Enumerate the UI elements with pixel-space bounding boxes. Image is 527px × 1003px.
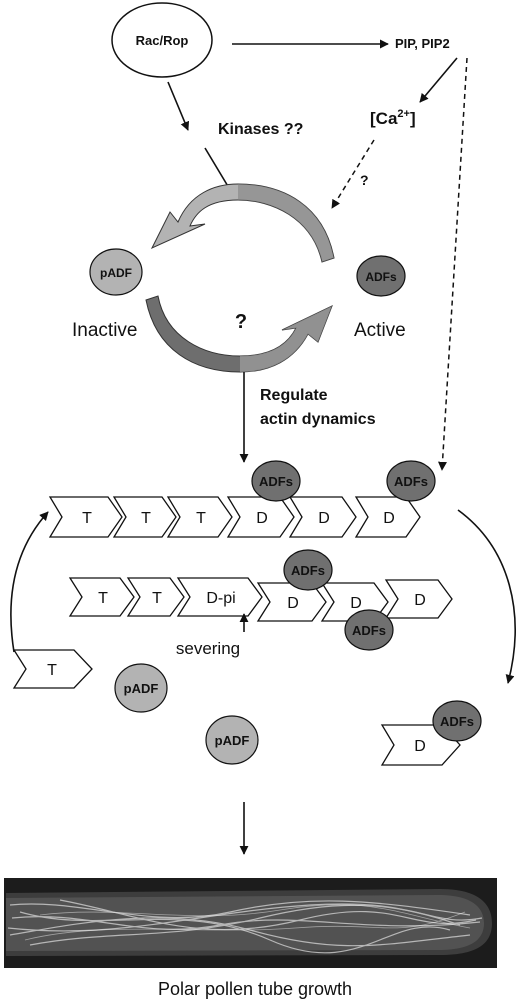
- filament-top-subunit: T: [48, 496, 123, 538]
- adfs-badge-label: ADFs: [259, 474, 293, 489]
- free-monomer-right-subunit-label: D: [414, 738, 426, 755]
- adfs-badge-label: ADFs: [291, 563, 325, 578]
- filament-top-subunit: T: [112, 496, 177, 538]
- free-monomer-left-subunit-label: T: [47, 662, 57, 679]
- adfs-badge: [251, 460, 301, 502]
- recycle-arrow-right: [457, 509, 516, 684]
- padf-badge-label: pADF: [124, 681, 159, 696]
- padf-badges: pADF pADF: [114, 663, 259, 765]
- filament-top-subunit: T: [166, 496, 233, 538]
- padf-badge: [205, 715, 259, 765]
- cycle-arrows: [145, 183, 335, 373]
- filament-top-subunit-label: D: [318, 510, 330, 527]
- adfs-badge: [432, 700, 482, 742]
- pip-to-ca-arrow: [419, 57, 458, 103]
- rac-rop-node: [111, 2, 213, 78]
- adfs-badge-label: ADFs: [394, 474, 428, 489]
- adfs-badge: [386, 460, 436, 502]
- filament-mid-subunit-label: D: [287, 595, 299, 612]
- filament-mid-subunit: T: [68, 577, 135, 617]
- adfs-badge-label: ADFs: [352, 623, 386, 638]
- filament-top-subunit-label: D: [383, 510, 395, 527]
- filament-mid-subunit-label: T: [98, 590, 108, 607]
- filament-mid-subunit: D-pi: [176, 577, 263, 617]
- adfs-badge: [344, 609, 394, 651]
- question-mark-ca: ?: [360, 172, 369, 188]
- filament-top-subunit-label: T: [141, 510, 151, 527]
- filament-mid-subunit: T: [126, 577, 185, 617]
- caption: Polar pollen tube growth: [158, 979, 352, 999]
- free-monomer-left: T: [12, 649, 93, 689]
- padf-cycle-label: pADF: [100, 266, 132, 280]
- adfs-badge: [283, 549, 333, 591]
- adfs-cycle-badge: [356, 255, 406, 297]
- filament-mid-subunit: D: [384, 579, 453, 619]
- filament-top-subunit: D: [226, 496, 295, 538]
- filament-mid-subunit-label: T: [152, 590, 162, 607]
- adfs-cycle-label: ADFs: [365, 270, 397, 284]
- filament-top-subunit: D: [354, 496, 421, 538]
- severing-label: severing: [176, 639, 240, 658]
- filament-top-subunit-label: T: [196, 510, 206, 527]
- padf-badge-label: pADF: [215, 733, 250, 748]
- inactive-label: Inactive: [72, 320, 137, 341]
- free-monomer-left-subunit: T: [12, 649, 93, 689]
- rac-to-kinases-arrow: [167, 81, 190, 131]
- ca-label: [Ca2+]: [370, 108, 416, 128]
- recycle-arrow-left: [10, 511, 49, 653]
- filament-mid-subunit-label: D: [414, 592, 426, 609]
- rac-rop-label: Rac/Rop: [136, 33, 189, 48]
- pip-to-filament-dashed-arrow: [437, 57, 468, 471]
- filament-top-subunit-label: T: [82, 510, 92, 527]
- kinases-label: Kinases ??: [218, 121, 303, 138]
- ca-to-cycle-dashed-arrow: [331, 139, 375, 209]
- filament-top-subunit: D: [288, 496, 357, 538]
- padf-badge: [114, 663, 168, 713]
- regulate-label-line1: Regulate: [260, 387, 328, 404]
- filament-mid-subunit-label: D-pi: [206, 590, 235, 607]
- padf-cycle-badge: [89, 248, 143, 296]
- regulate-label-line2: actin dynamics: [260, 411, 376, 428]
- pip-label: PIP, PIP2: [395, 36, 450, 51]
- active-label: Active: [354, 320, 406, 341]
- filament-top-subunit-label: D: [256, 510, 268, 527]
- filament-mid: T T D-pi D D D: [68, 577, 453, 622]
- question-mark-cycle: ?: [235, 311, 247, 333]
- pollen-tube-micrograph: [4, 878, 497, 968]
- filament-mid-subunit-label: D: [350, 595, 362, 612]
- adfs-badge-label: ADFs: [440, 714, 474, 729]
